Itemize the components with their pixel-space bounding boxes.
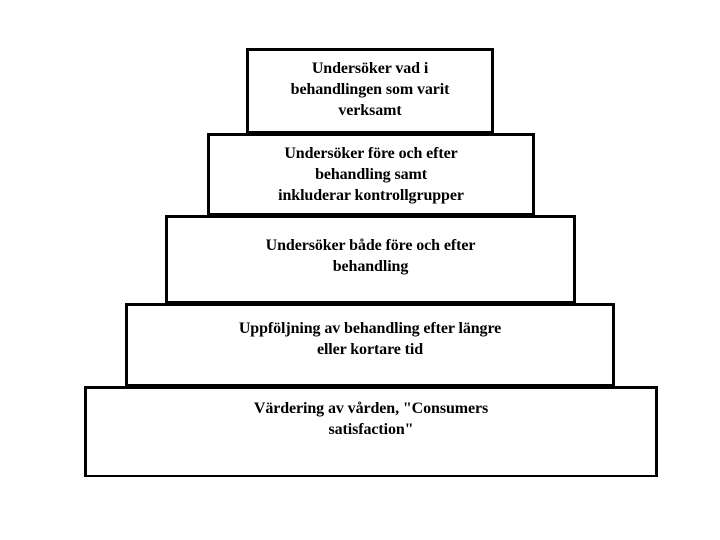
- pyramid-tier-4-label: Uppföljning av behandling efter längre e…: [238, 320, 502, 358]
- pyramid-tier-2-label: Undersöker före och efter behandling sam…: [278, 145, 464, 204]
- pyramid-tier-3: Undersöker både före och efter behandlin…: [165, 215, 576, 304]
- pyramid-tier-3-label: Undersöker både före och efter behandlin…: [265, 237, 476, 275]
- pyramid-tier-1-label: Undersöker vad i behandlingen som varit …: [290, 60, 450, 119]
- pyramid-tier-5-label: Värdering av vården, "Consumers satisfac…: [253, 400, 489, 438]
- pyramid-tier-1: Undersöker vad i behandlingen som varit …: [246, 48, 494, 134]
- pyramid-tier-5: Värdering av vården, "Consumers satisfac…: [84, 386, 658, 477]
- pyramid-tier-4: Uppföljning av behandling efter längre e…: [125, 303, 615, 387]
- pyramid-tier-2: Undersöker före och efter behandling sam…: [207, 133, 535, 216]
